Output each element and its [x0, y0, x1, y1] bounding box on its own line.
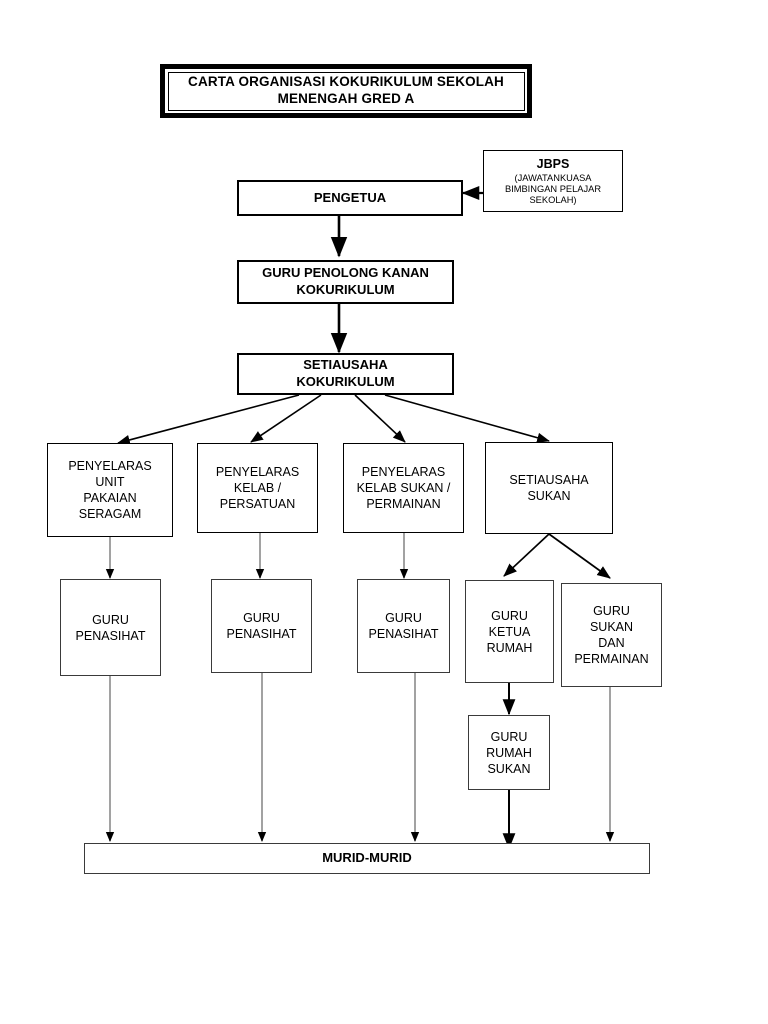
- node-penyelaras-kelab-sukan-permainan[interactable]: PENYELARAS KELAB SUKAN / PERMAINAN: [343, 443, 464, 533]
- page-title: CARTA ORGANISASI KOKURIKULUM SEKOLAH MEN…: [167, 71, 525, 111]
- node-guru-penasihat-3[interactable]: GURU PENASIHAT: [357, 579, 450, 673]
- node-murid-murid[interactable]: MURID-MURID: [84, 843, 650, 874]
- node-guru-penasihat-2[interactable]: GURU PENASIHAT: [211, 579, 312, 673]
- jbps-heading: JBPS: [536, 156, 570, 171]
- node-guru-penolong-kanan-kokurikulum[interactable]: GURU PENOLONG KANAN KOKURIKULUM: [237, 260, 454, 304]
- node-setiausaha-kokurikulum[interactable]: SETIAUSAHA KOKURIKULUM: [237, 353, 454, 395]
- node-guru-sukan-dan-permainan[interactable]: GURU SUKAN DAN PERMAINAN: [561, 583, 662, 687]
- chart-title-banner: CARTA ORGANISASI KOKURIKULUM SEKOLAH MEN…: [160, 64, 532, 118]
- connector-coordinators-to-guru-penasihat: [105, 533, 409, 579]
- node-guru-penasihat-1[interactable]: GURU PENASIHAT: [60, 579, 161, 676]
- connector-setiausaha-sukan-split: [503, 533, 611, 579]
- node-pengetua[interactable]: PENGETUA: [237, 180, 463, 216]
- node-guru-rumah-sukan[interactable]: GURU RUMAH SUKAN: [468, 715, 550, 790]
- node-penyelaras-kelab-persatuan[interactable]: PENYELARAS KELAB / PERSATUAN: [197, 443, 318, 533]
- connector-setiausaha-to-coordinators: [117, 394, 550, 445]
- node-jbps[interactable]: JBPS (JAWATANKUASA BIMBINGAN PELAJAR SEK…: [483, 150, 623, 212]
- node-guru-ketua-rumah[interactable]: GURU KETUA RUMAH: [465, 580, 554, 683]
- node-penyelaras-unit-pakaian-seragam[interactable]: PENYELARAS UNIT PAKAIAN SERAGAM: [47, 443, 173, 537]
- node-setiausaha-sukan[interactable]: SETIAUSAHA SUKAN: [485, 442, 613, 534]
- jbps-subtitle: (JAWATANKUASA BIMBINGAN PELAJAR SEKOLAH): [504, 172, 602, 206]
